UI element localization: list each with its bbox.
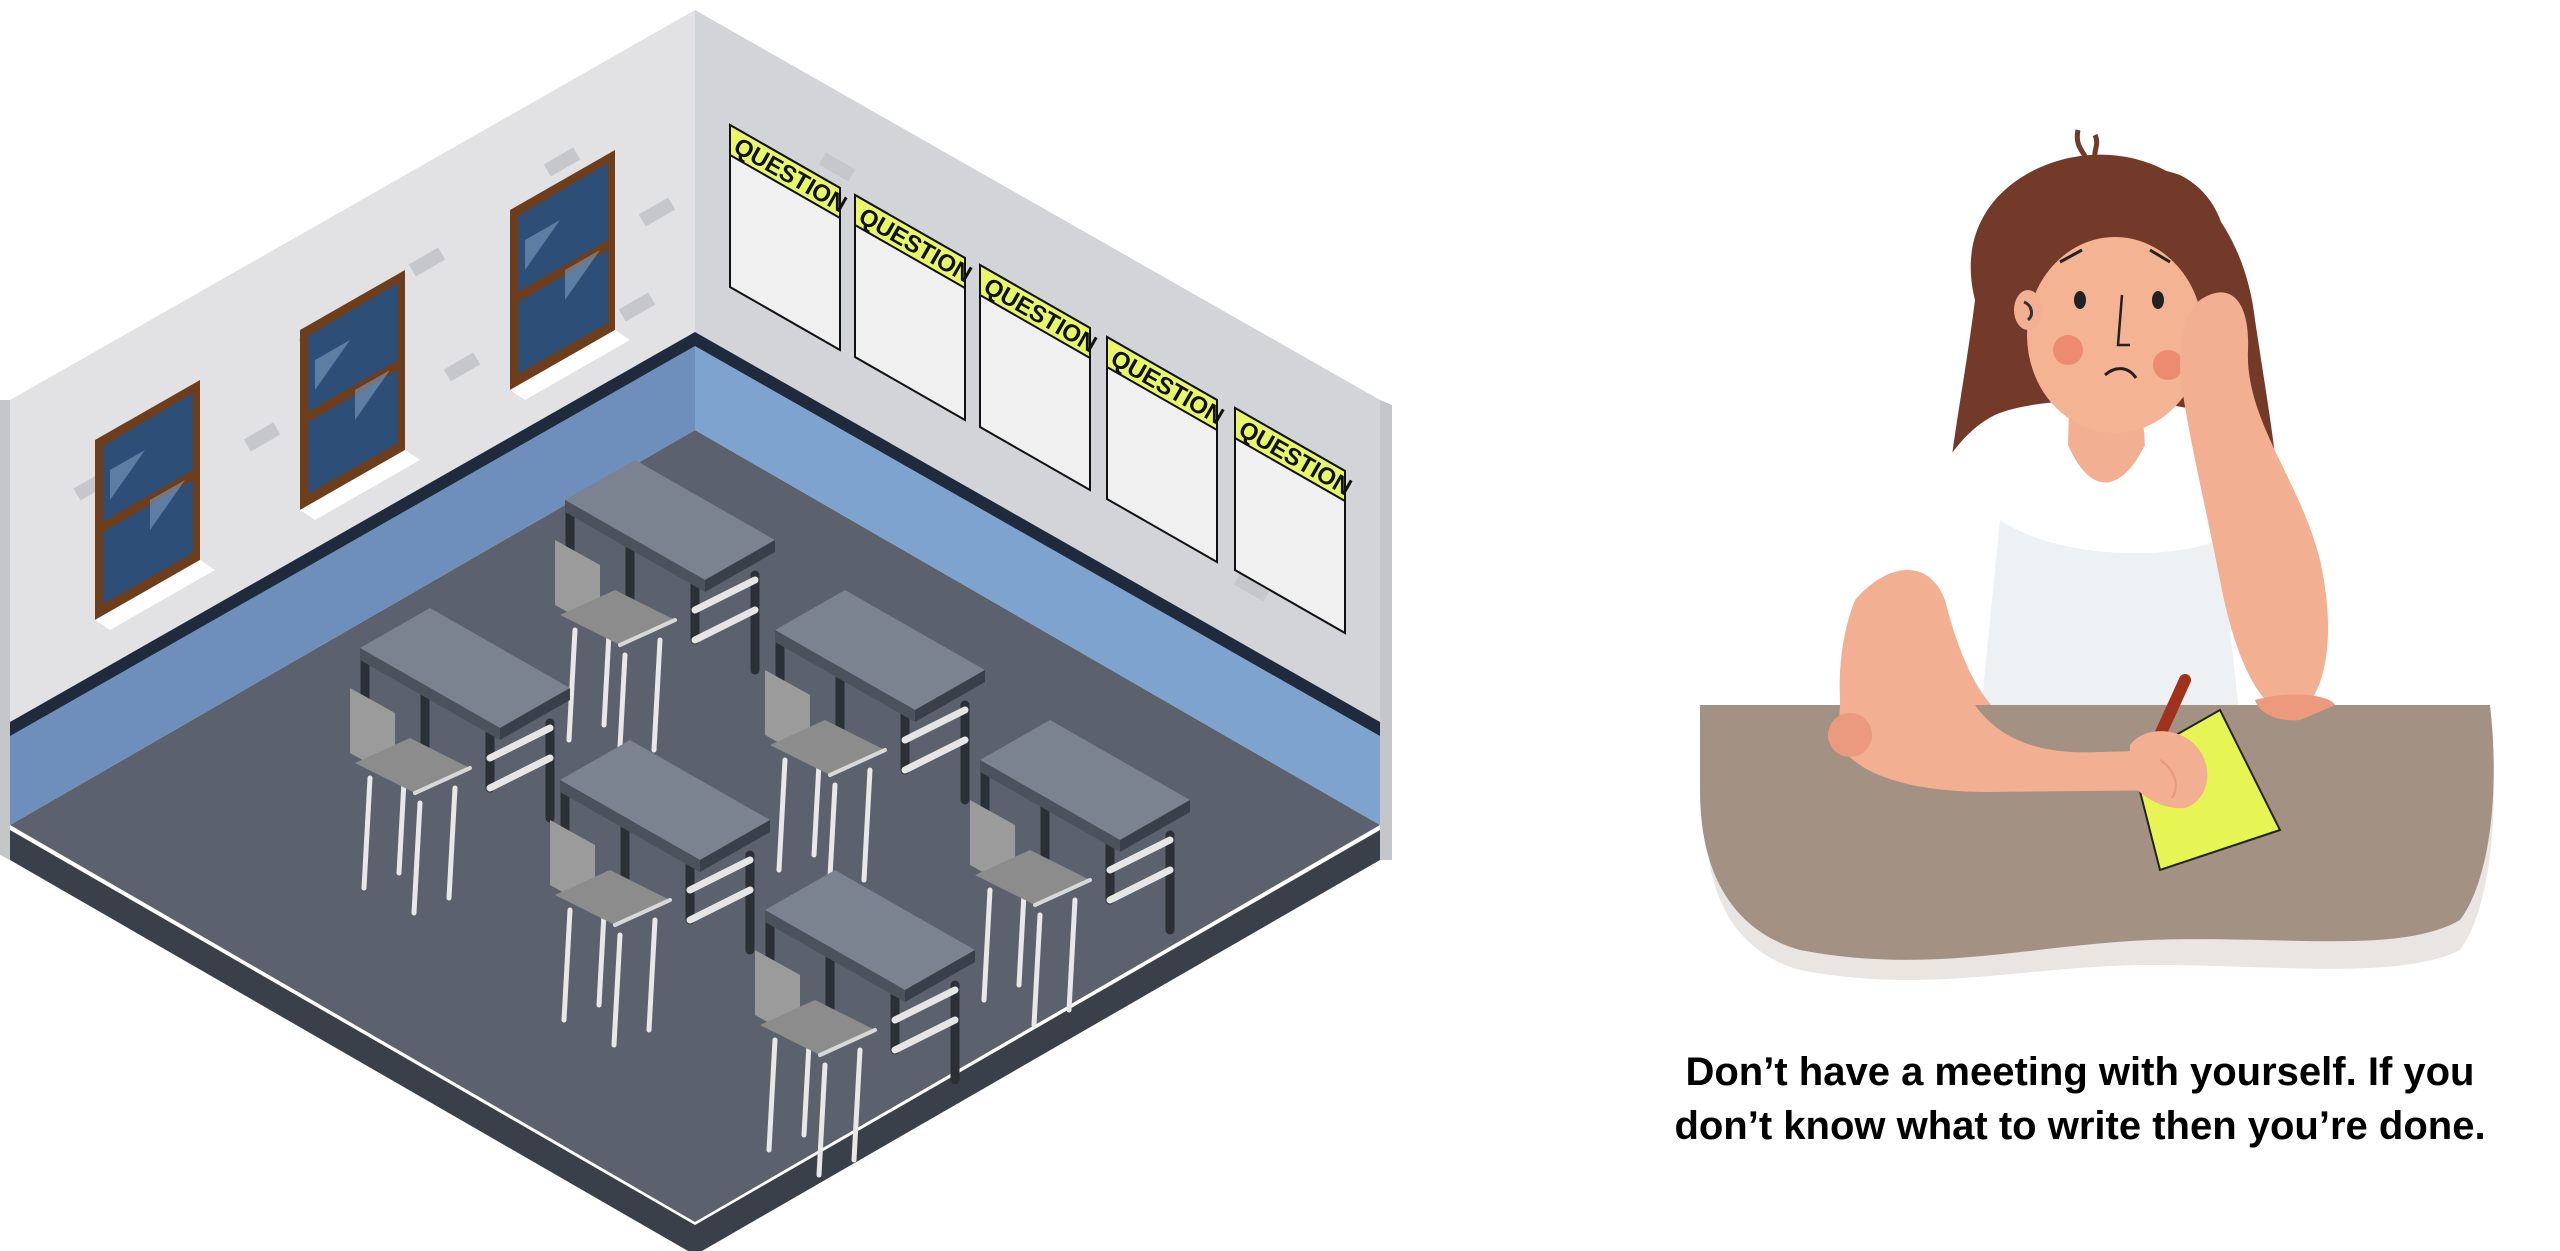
eyebrow-right [2149, 248, 2171, 264]
student-chair [970, 800, 1092, 1028]
desk-top [560, 740, 770, 860]
student-chair [555, 540, 677, 768]
cheek-left [2053, 335, 2083, 365]
desk-top [980, 720, 1190, 840]
right-wall-stripe [695, 340, 1380, 825]
girl-illustration [1700, 129, 2494, 980]
table [1700, 705, 2494, 960]
student-desk [550, 740, 770, 1048]
nose [2116, 294, 2130, 347]
ear [2014, 290, 2042, 330]
desk-top [765, 870, 975, 990]
cheek-right [2153, 350, 2183, 380]
left-wall-stripe [10, 340, 695, 825]
caption-line-1: Don’t have a meeting with yourself. If y… [1685, 1050, 2475, 1094]
eye-left [2074, 291, 2086, 309]
writing-hand [2128, 731, 2208, 809]
student-desk [350, 608, 570, 916]
eye-right [2152, 291, 2164, 309]
hair-bangs [2025, 167, 2228, 300]
student-chair [350, 688, 472, 916]
window-3 [510, 150, 630, 400]
question-poster-3: QUESTION [979, 263, 1101, 492]
desk-top [775, 590, 985, 710]
desk-top [565, 460, 775, 580]
student-desk [555, 460, 775, 768]
pencil [2154, 674, 2191, 741]
mouth [2103, 367, 2138, 379]
caption: Don’t have a meeting with yourself. If y… [1630, 1045, 2530, 1153]
face [2027, 237, 2203, 433]
classroom-illustration: QUESTION QUESTION QUESTION QUESTION QUES… [0, 10, 1392, 1251]
window-2 [300, 270, 420, 520]
desk-top [360, 608, 570, 728]
student-chair [755, 950, 877, 1178]
desks-group [350, 460, 1190, 1178]
right-arm [2180, 292, 2329, 715]
window-1 [95, 380, 215, 630]
student-desk [755, 870, 975, 1178]
caption-line-2: don’t know what to write then you’re don… [1674, 1104, 2486, 1148]
student-chair [765, 670, 887, 898]
student-desk [970, 720, 1190, 1028]
eyebrow-left [2059, 248, 2083, 264]
student-chair [550, 820, 672, 1048]
student-desk [765, 590, 985, 898]
